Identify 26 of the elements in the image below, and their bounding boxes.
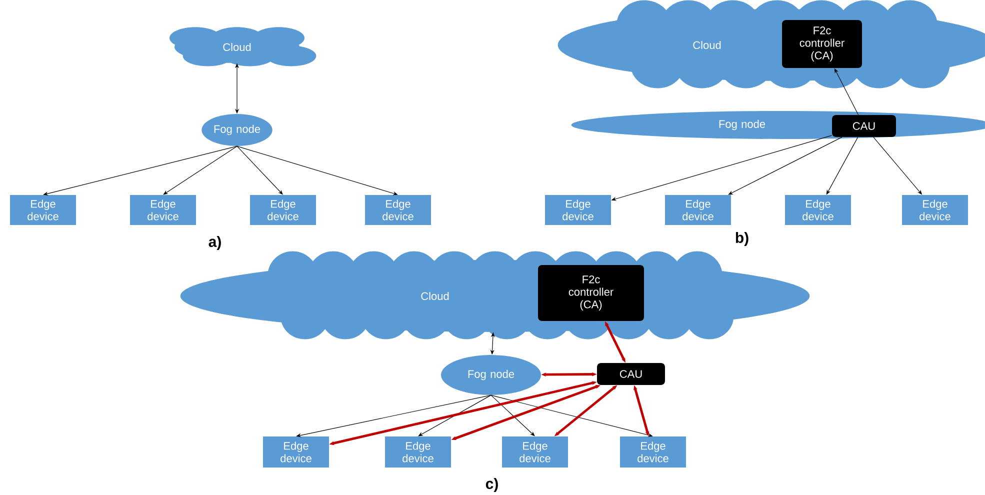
edge-device-box: Edge device — [785, 195, 851, 225]
arrow — [728, 136, 842, 195]
edge-device-box: Edge device — [10, 195, 76, 225]
arrow — [236, 146, 283, 195]
panel-label: a) — [208, 236, 221, 250]
edge-device-box: Edge device — [130, 195, 196, 225]
edge-device-box: Edge device — [620, 436, 686, 468]
arrow — [418, 394, 492, 436]
edge-device-box: Edge device — [263, 436, 329, 468]
edge-device-box: Edge device — [250, 195, 316, 225]
cau-box: CAU — [832, 115, 896, 137]
controller-box: F2c controller (CA) — [538, 265, 644, 321]
arrow — [490, 394, 535, 436]
arrow — [236, 146, 398, 196]
arrow — [163, 146, 238, 195]
edge-device-box: Edge device — [502, 436, 568, 468]
edge-device-box: Edge device — [665, 195, 731, 225]
edge-device-box: Edge device — [902, 195, 968, 225]
edge-device-box: Edge device — [365, 195, 431, 225]
panel-label: b) — [736, 232, 748, 246]
edge-device-box: Edge device — [545, 195, 611, 225]
panel-label: c) — [486, 478, 498, 492]
cloud: Cloud — [170, 27, 316, 66]
edge-device-box: Edge device — [385, 436, 451, 468]
cau-box: CAU — [597, 363, 665, 385]
controller-box: F2c controller (CA) — [782, 20, 862, 68]
